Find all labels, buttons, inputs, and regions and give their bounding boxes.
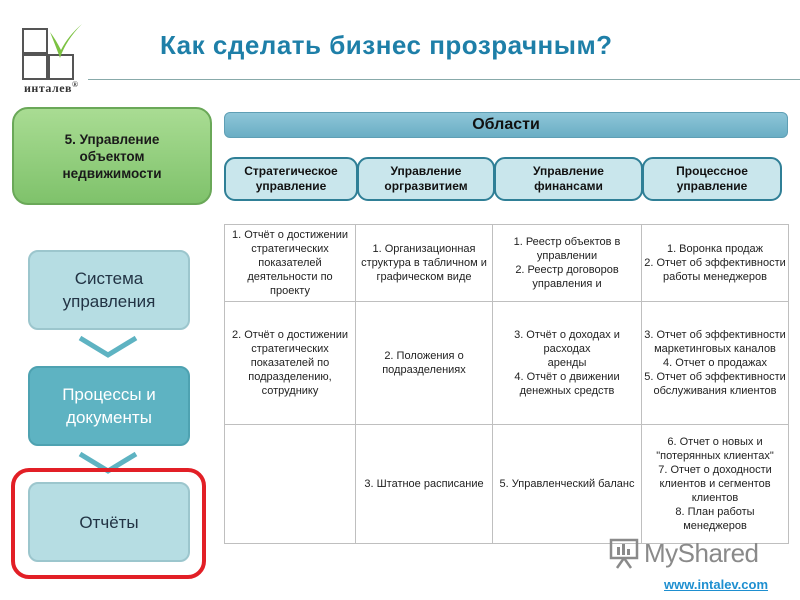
table-cell: 3. Отчет об эффективности маркетинговых … (641, 301, 789, 425)
table-cell: 1. Организационная структура в табличном… (355, 224, 493, 302)
intalev-logo-icon: инталев® (18, 22, 84, 95)
table-cell: 1. Отчёт о достижении стратегических пок… (224, 224, 356, 302)
table-row: 3. Штатное расписание 5. Управленческий … (224, 424, 789, 544)
table-row: 1. Отчёт о достижении стратегических пок… (224, 224, 789, 302)
table-cell: 6. Отчет о новых и "потерянных клиентах"… (641, 424, 789, 544)
table-row: 2. Отчёт о достижении стратегических пок… (224, 301, 789, 425)
table-cell: 3. Штатное расписание (355, 424, 493, 544)
table-cell: 2. Отчёт о достижении стратегических пок… (224, 301, 356, 425)
area-strategic-management: Стратегическое управление (224, 157, 358, 201)
area-org-development: Управление оргразвитием (357, 157, 495, 201)
stage-management-system: Система управления (28, 250, 190, 330)
logo-text: инталев® (24, 80, 79, 95)
presentation-board-icon (609, 538, 639, 569)
stage-processes-documents: Процессы и документы (28, 366, 190, 446)
watermark-text: MyShared (644, 537, 759, 568)
logo-square (22, 28, 48, 54)
table-cell: 2. Положения о подразделениях (355, 301, 493, 425)
focus-topic-box: 5. Управление объектом недвижимости (12, 107, 212, 205)
logo-square (22, 54, 48, 80)
table-cell: 5. Управленческий баланс (492, 424, 642, 544)
myshared-watermark: MyShared (608, 536, 759, 570)
title-divider (88, 79, 800, 80)
areas-header: Области (224, 112, 788, 138)
chevron-down-icon (77, 334, 139, 361)
page-title: Как сделать бизнес прозрачным? (160, 30, 613, 60)
area-finance-management: Управление финансами (494, 157, 643, 201)
table-cell-empty (224, 424, 356, 544)
logo-swoosh-icon (50, 24, 82, 58)
area-process-management: Процессное управление (642, 157, 782, 201)
stage-reports: Отчёты (28, 482, 190, 562)
reports-table: 1. Отчёт о достижении стратегических пок… (224, 224, 789, 544)
website-link[interactable]: www.intalev.com (664, 577, 769, 592)
highlight-ring (11, 468, 206, 579)
